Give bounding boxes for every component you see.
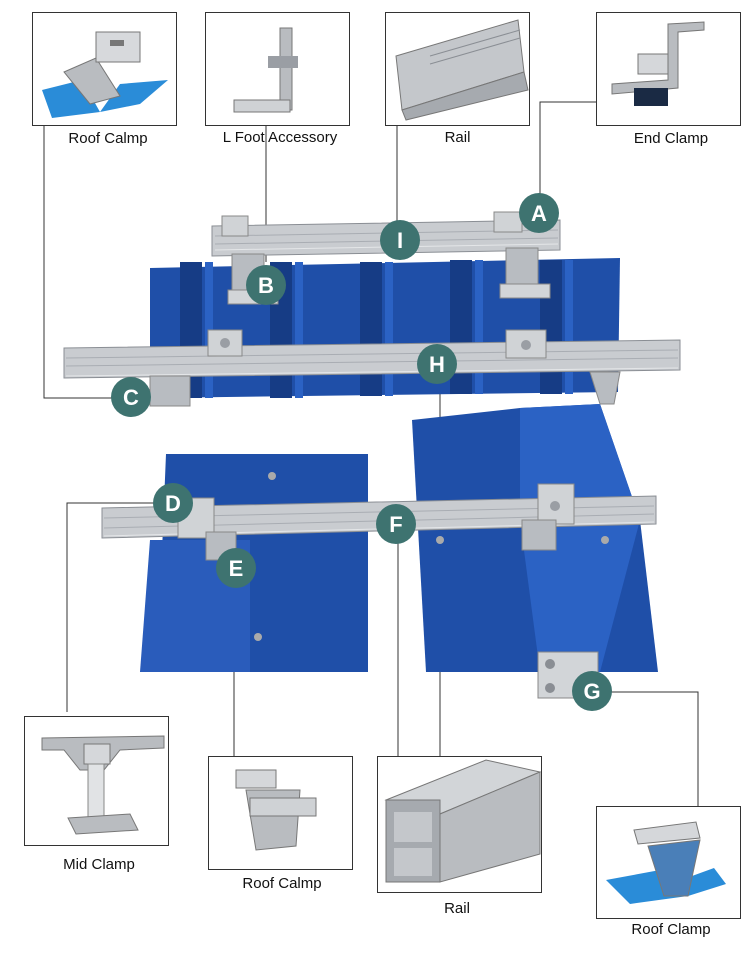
rail-top-frame <box>385 12 530 126</box>
leader-mid-clamp <box>66 502 170 712</box>
mid-clamp-frame <box>24 716 169 846</box>
rail-bottom-frame <box>377 756 542 893</box>
caption-roof-clamp-2: Roof Calmp <box>242 875 322 892</box>
thumb-roof-clamp-1 <box>42 31 168 118</box>
middle-clamps <box>149 329 621 407</box>
thumb-roof-clamp-3 <box>606 821 726 904</box>
leader-end-clamp <box>539 101 596 210</box>
marker-i-label: I <box>397 228 403 253</box>
caption-roof-clamp-3: Roof Clamp <box>631 921 711 938</box>
marker-b-label: B <box>258 273 274 298</box>
marker-g: G <box>572 671 612 711</box>
marker-a-label: A <box>531 201 547 226</box>
caption-end-clamp: End Clamp <box>633 130 709 147</box>
thumb-mid-clamp <box>41 735 165 835</box>
caption-rail-top: Rail <box>444 129 471 146</box>
roof-clamp-1-frame <box>32 12 177 126</box>
marker-h-label: H <box>429 352 445 377</box>
marker-e-label: E <box>229 556 244 581</box>
thumb-rail-bottom <box>384 759 542 883</box>
leader-roof-clamp-1 <box>43 126 130 399</box>
end-clamp-frame <box>596 12 741 126</box>
marker-c: C <box>111 377 151 417</box>
caption-mid-clamp: Mid Clamp <box>63 856 135 873</box>
l-foot-frame <box>205 12 350 126</box>
caption-roof-clamp-1: Roof Calmp <box>68 130 148 147</box>
marker-b: B <box>246 265 286 305</box>
thumb-end-clamp <box>611 21 705 106</box>
thumb-roof-clamp-2 <box>235 769 317 851</box>
caption-rail-bottom: Rail <box>444 900 470 917</box>
marker-d-label: D <box>165 491 181 516</box>
upper-roof-sheet <box>150 258 620 398</box>
caption-l-foot: L Foot Accessory <box>222 129 338 146</box>
marker-f-label: F <box>389 512 402 537</box>
marker-c-label: C <box>123 385 139 410</box>
marker-f: F <box>376 504 416 544</box>
roof-clamp-2-frame <box>208 756 353 870</box>
marker-i: I <box>380 220 420 260</box>
marker-h: H <box>417 344 457 384</box>
thumb-l-foot <box>233 27 298 113</box>
marker-e: E <box>216 548 256 588</box>
marker-d: D <box>153 483 193 523</box>
roof-clamp-3-frame <box>596 806 741 919</box>
leader-roof-clamp-3 <box>598 691 699 806</box>
thumb-rail-top <box>395 19 529 121</box>
marker-g-label: G <box>583 679 600 704</box>
marker-a: A <box>519 193 559 233</box>
